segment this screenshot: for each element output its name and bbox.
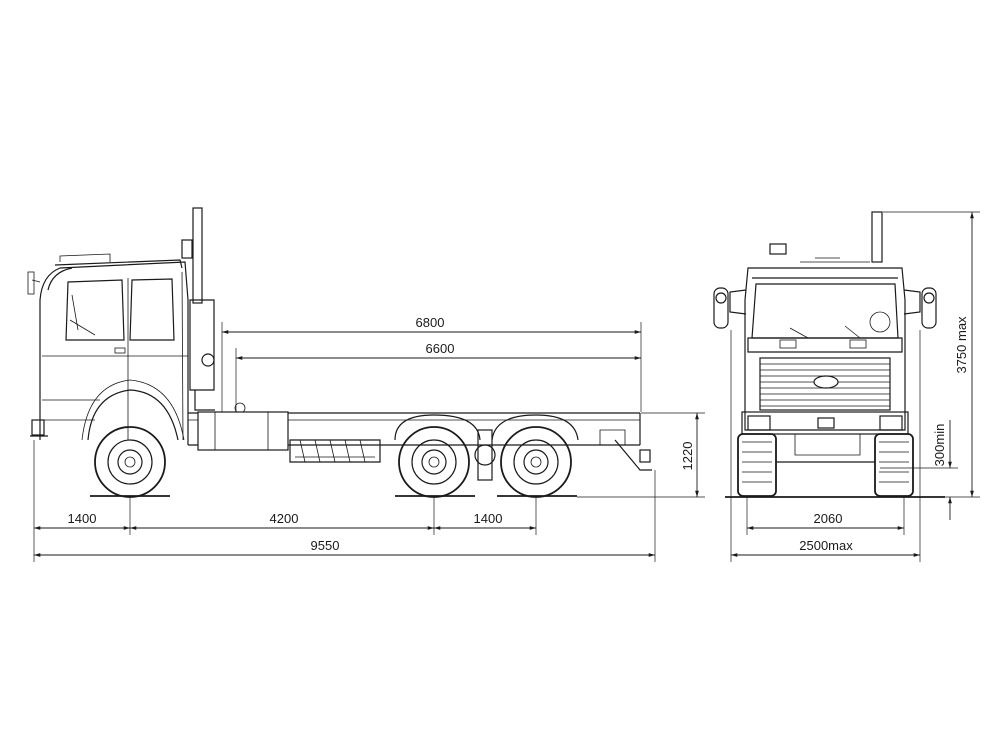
dim-frame-height-label: 1220 [680, 442, 695, 471]
front-view: 2060 2500max 3750 max 300min [713, 211, 980, 562]
dim-wheelbase: 4200 [130, 511, 434, 530]
dim-rear-axle-spacing: 1400 [434, 511, 536, 530]
rear-suspension [394, 414, 579, 481]
rear-wheel-1 [395, 426, 475, 498]
dim-track-width-label: 2060 [814, 511, 843, 526]
dim-overall-length-label: 9550 [311, 538, 340, 553]
front-wheel [90, 426, 170, 498]
dim-overall-height-label: 3750 max [954, 316, 969, 374]
dim-6600: 6600 [235, 341, 641, 412]
dim-overall-height: 3750 max [883, 211, 980, 498]
dim-rear-axle-spacing-label: 1400 [474, 511, 503, 526]
dim-ground-clearance: 300min [880, 420, 958, 520]
chassis-frame [188, 411, 652, 471]
dim-6800-label: 6800 [416, 315, 445, 330]
dim-track-width: 2060 [746, 497, 905, 535]
front-right-tire [874, 433, 914, 497]
front-left-tire [737, 433, 777, 497]
dim-frame-height: 1220 [577, 412, 705, 498]
dim-front-overhang-label: 1400 [68, 511, 97, 526]
dim-wheelbase-label: 4200 [270, 511, 299, 526]
cab [27, 253, 189, 445]
dim-overall-length: 9550 [34, 538, 655, 557]
dim-6800: 6800 [221, 315, 642, 412]
dim-6600-label: 6600 [426, 341, 455, 356]
rear-wheel-2 [497, 426, 577, 498]
dim-overall-width: 2500max [730, 330, 921, 562]
exhaust-stack [181, 207, 246, 414]
dim-ground-clearance-label: 300min [932, 424, 947, 467]
dim-overall-width-label: 2500max [799, 538, 853, 553]
dim-front-overhang: 1400 [34, 511, 130, 530]
side-view: 6800 6600 1400 4200 1400 [27, 207, 705, 562]
